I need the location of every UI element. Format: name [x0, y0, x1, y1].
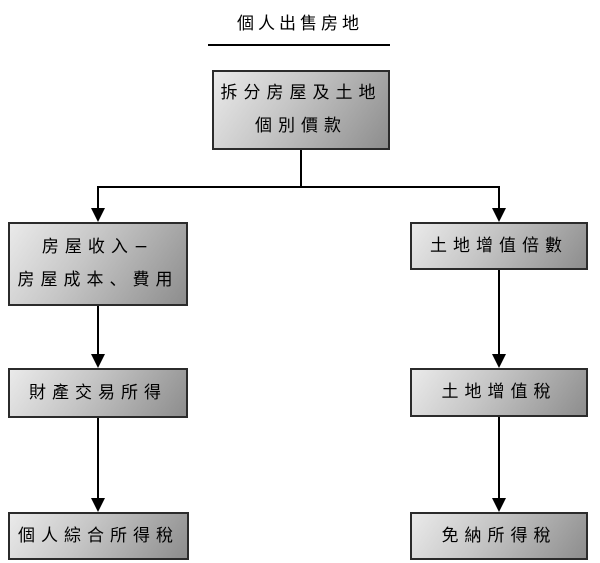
node-house-income: 房屋收入− 房屋成本、費用: [8, 222, 188, 306]
node-exempt-from-income-tax-line1: 免納所得稅: [441, 525, 557, 546]
node-land-value-increment-multiple-line1: 土地增值倍數: [430, 235, 568, 256]
node-root-line1: 拆分房屋及土地: [220, 83, 382, 103]
node-individual-consolidated-income-tax-line1: 個人綜合所得稅: [18, 525, 179, 546]
connector-left-2: [97, 418, 99, 498]
node-individual-consolidated-income-tax: 個人綜合所得稅: [8, 512, 189, 560]
node-land-value-increment-tax-line1: 土地增值稅: [441, 382, 557, 402]
arrowhead-left-drop: [91, 208, 105, 222]
title-underline: [208, 44, 390, 46]
arrowhead-right-1: [492, 354, 506, 368]
arrowhead-right-drop: [492, 208, 506, 222]
connector-branch-horizontal: [97, 186, 500, 188]
node-property-transaction-income-line1: 財產交易所得: [29, 382, 167, 403]
node-house-income-line1: 房屋收入−: [41, 237, 155, 257]
connector-right-2: [498, 417, 500, 498]
connector-root-stub: [300, 150, 302, 187]
arrowhead-right-2: [492, 498, 506, 512]
connector-left-1: [97, 306, 99, 354]
node-exempt-from-income-tax: 免納所得稅: [410, 512, 588, 560]
node-root-line2: 個別價款: [255, 116, 347, 136]
node-house-income-line2: 房屋成本、費用: [17, 270, 179, 290]
node-property-transaction-income: 財產交易所得: [8, 368, 188, 418]
arrowhead-left-2: [91, 498, 105, 512]
node-root: 拆分房屋及土地 個別價款: [212, 70, 390, 150]
connector-right-1: [498, 270, 500, 354]
node-land-value-increment-tax: 土地增值稅: [410, 368, 588, 417]
connector-left-drop: [97, 186, 99, 209]
arrowhead-left-1: [91, 354, 105, 368]
node-land-value-increment-multiple: 土地增值倍數: [410, 222, 588, 270]
diagram-title: 個人出售房地: [237, 14, 363, 34]
connector-right-drop: [498, 186, 500, 209]
